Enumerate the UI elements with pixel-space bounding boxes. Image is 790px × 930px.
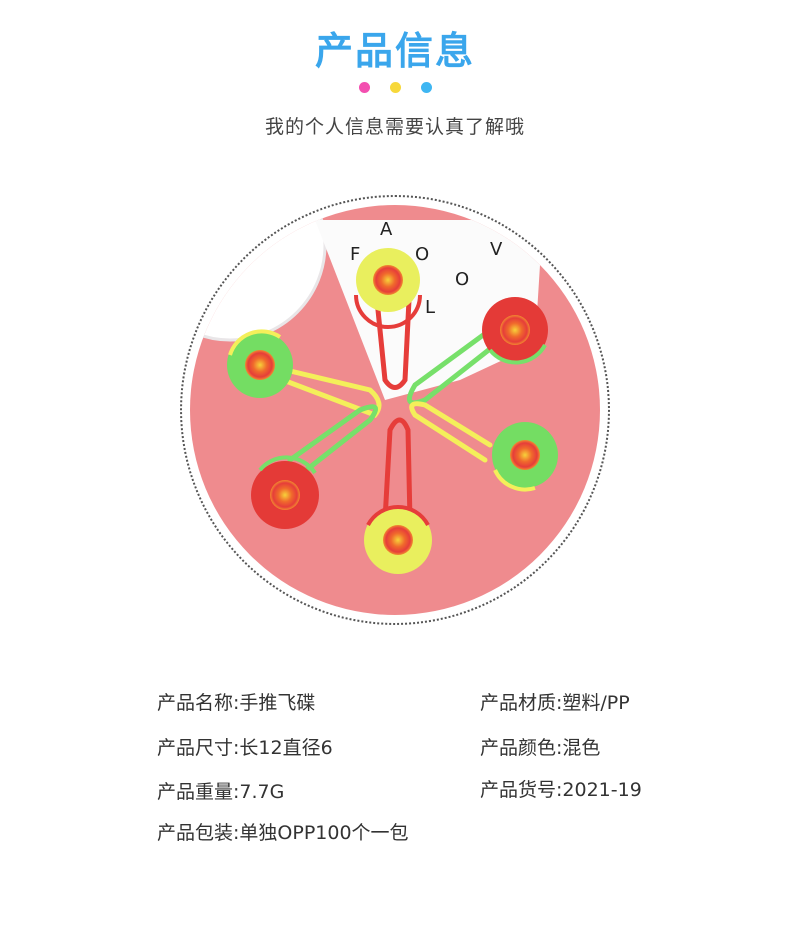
disc-green-left bbox=[227, 329, 293, 398]
card-letter: O bbox=[415, 244, 429, 265]
page-title: 产品信息 bbox=[314, 29, 475, 73]
decorative-dots bbox=[0, 82, 790, 93]
photo-dotted-frame bbox=[180, 195, 610, 625]
card-letter: F bbox=[350, 244, 360, 265]
card-letter: O bbox=[455, 269, 469, 290]
card-letter: L bbox=[425, 297, 435, 318]
card-letter: V bbox=[490, 239, 503, 260]
dot-blue bbox=[420, 82, 432, 93]
spec-color: 产品颜色:混色 bbox=[480, 737, 601, 759]
disc-green-right bbox=[492, 422, 558, 492]
card-letter: A bbox=[380, 219, 393, 240]
disc-red-left bbox=[251, 455, 319, 529]
dot-yellow bbox=[389, 82, 401, 93]
page-subtitle: 我的个人信息需要认真了解哦 bbox=[264, 116, 525, 138]
product-photo: F A O L O V bbox=[190, 205, 600, 615]
spec-size: 产品尺寸:长12直径6 bbox=[157, 737, 333, 759]
disc-yellow-top bbox=[354, 248, 422, 329]
spec-name: 产品名称:手推飞碟 bbox=[157, 692, 316, 714]
dot-pink bbox=[358, 82, 370, 93]
disc-red-right bbox=[482, 297, 548, 365]
disc-yellow-bottom bbox=[364, 505, 432, 574]
spec-weight: 产品重量:7.7G bbox=[157, 781, 285, 803]
spec-item-number: 产品货号:2021-19 bbox=[480, 779, 642, 801]
spec-packaging: 产品包装:单独OPP100个一包 bbox=[157, 822, 409, 844]
spec-material: 产品材质:塑料/PP bbox=[480, 692, 630, 714]
